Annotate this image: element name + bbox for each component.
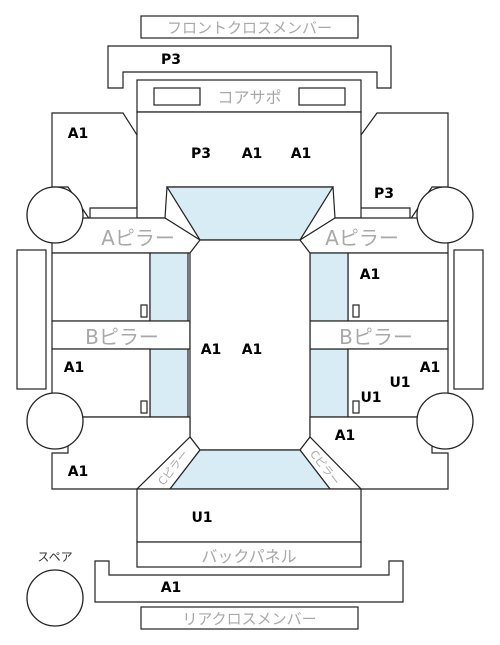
front-left-fender-code: A1 [68, 126, 89, 142]
rear-right-handle[interactable] [352, 400, 360, 414]
side-step-right[interactable] [453, 249, 484, 390]
roof-right-code: A1 [242, 342, 263, 358]
wheel-rear-right[interactable] [416, 392, 474, 450]
headlight-left[interactable] [153, 87, 201, 106]
a-pillar-left-label: Aピラー [101, 226, 175, 250]
a-pillar-right-label: Aピラー [325, 226, 399, 250]
front-right-door[interactable] [347, 252, 449, 322]
rear-right-door-code-a: U1 [389, 375, 410, 391]
rear-left-quarter-code: A1 [68, 464, 89, 480]
rear-left-window[interactable] [149, 348, 189, 418]
trunk[interactable] [136, 488, 362, 543]
front-left-door[interactable] [51, 252, 151, 322]
rear-member-bracket[interactable] [94, 560, 404, 603]
windshield[interactable] [165, 186, 335, 241]
front-right-fender-code: P3 [374, 186, 394, 202]
trunk-code: U1 [191, 510, 212, 526]
b-pillar-right-label: Bピラー [339, 325, 413, 349]
rear-member-code: A1 [161, 580, 182, 596]
rear-right-window[interactable] [309, 348, 349, 418]
headlight-right[interactable] [298, 87, 346, 106]
spare-tire[interactable] [26, 569, 84, 627]
hood-right-code: A1 [291, 146, 312, 162]
rear-right-door-code-c: A1 [420, 360, 441, 376]
rear-right-quarter-code: A1 [335, 428, 356, 444]
front-right-window[interactable] [309, 252, 349, 322]
back-panel-box[interactable] [136, 541, 362, 568]
front-cross-member-box[interactable] [140, 15, 359, 39]
spare-label: スペア [37, 550, 72, 564]
rear-left-handle[interactable] [140, 400, 148, 414]
wheel-rear-left[interactable] [26, 392, 84, 450]
side-step-left[interactable] [16, 249, 47, 390]
hood-center-code: A1 [242, 146, 263, 162]
wheel-front-right[interactable] [416, 186, 474, 244]
rear-cross-member-label: リアクロスメンバー [182, 610, 316, 628]
front-cross-member-label: フロントクロスメンバー [167, 19, 332, 37]
hood-left-code: P3 [191, 146, 211, 162]
core-support-label: コアサポ [217, 88, 281, 107]
back-panel-label: バックパネル [201, 547, 296, 566]
front-member-code: P3 [161, 52, 181, 68]
b-pillar-left-label: Bピラー [85, 325, 159, 349]
rear-right-door-code-b: U1 [360, 390, 381, 406]
front-left-handle[interactable] [140, 304, 148, 318]
wheel-front-left[interactable] [26, 186, 84, 244]
rear-cross-member-box[interactable] [140, 606, 359, 630]
roof-left-code: A1 [201, 342, 222, 358]
front-right-handle[interactable] [352, 304, 360, 318]
rear-left-door-code: A1 [64, 360, 85, 376]
front-member-bracket[interactable] [107, 45, 392, 89]
front-left-window[interactable] [149, 252, 189, 322]
front-right-door-code: A1 [360, 267, 381, 283]
